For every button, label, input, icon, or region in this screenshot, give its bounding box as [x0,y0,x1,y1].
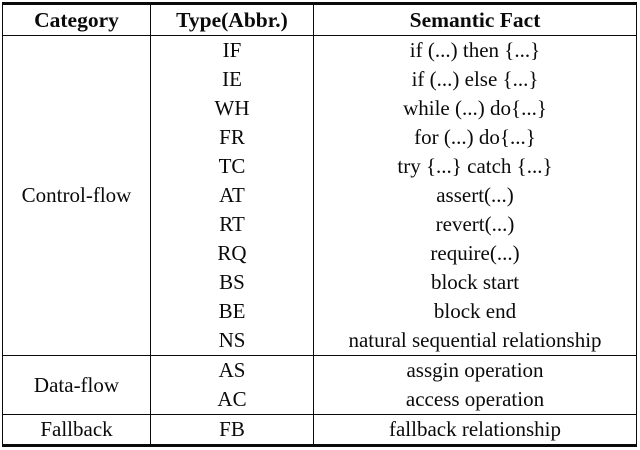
semantic-fact-cell: while (...) do{...} [403,96,547,120]
semantic-fact-cell: require(...) [430,241,520,265]
semantic-fact-cell: for (...) do{...} [414,125,536,149]
table-row: RT revert(...) [3,210,637,239]
semantic-fact-cell: if (...) then {...} [313,35,637,65]
table-row: WH while (...) do{...} [3,94,637,123]
type-abbr-cell: AS [150,355,314,385]
category-cell: Data-flow [2,355,151,415]
semantic-fact-cell: fallback relationship [313,414,637,446]
semantic-fact-cell: assert(...) [436,183,514,207]
type-abbr-cell: IF [150,35,314,65]
category-cell: Control-flow [2,35,151,356]
semantic-fact-cell: revert(...) [435,212,515,236]
semantic-fact-cell: if (...) else {...} [411,67,539,91]
semantic-fact-cell: access operation [405,387,545,411]
table-row: RQ require(...) [3,239,637,268]
semantic-fact-cell: block end [433,299,517,323]
semantic-fact-cell: try {...} catch {...} [397,154,553,178]
type-abbr-cell: WH [150,94,314,123]
table-row: TC try {...} catch {...} [3,152,637,181]
header-semantic-fact: Semantic Fact [313,3,637,36]
semantic-fact-cell: assgin operation [313,355,637,385]
table-header: Category Type(Abbr.) Semantic Fact [2,3,637,36]
table-row: BE block end [3,297,637,326]
table-row: IE if (...) else {...} [3,65,637,94]
table-row: AT assert(...) [3,181,637,210]
type-abbr-cell: BS [150,268,314,297]
table-row: FR for (...) do{...} [3,123,637,152]
type-abbr-cell: RQ [150,239,314,268]
type-abbr-cell: FB [150,414,314,446]
semantic-fact-cell: block start [430,270,520,294]
type-abbr-cell: FR [150,123,314,152]
table-row: NS natural sequential relationship [3,326,637,356]
table-row: BS block start [3,268,637,297]
type-abbr-cell: RT [150,210,314,239]
type-abbr-cell: BE [150,297,314,326]
header-type-abbr: Type(Abbr.) [150,3,314,36]
type-abbr-cell: IE [150,65,314,94]
type-abbr-cell: AC [150,385,314,415]
header-category: Category [2,3,151,36]
type-abbr-cell: NS [150,326,314,356]
type-abbr-cell: AT [150,181,314,210]
header-row: Category Type(Abbr.) Semantic Fact [2,3,637,36]
type-abbr-cell: TC [150,152,314,181]
table-row: AC access operation [3,385,637,415]
semantic-fact-cell: natural sequential relationship [348,328,602,352]
category-cell: Fallback [2,414,151,446]
